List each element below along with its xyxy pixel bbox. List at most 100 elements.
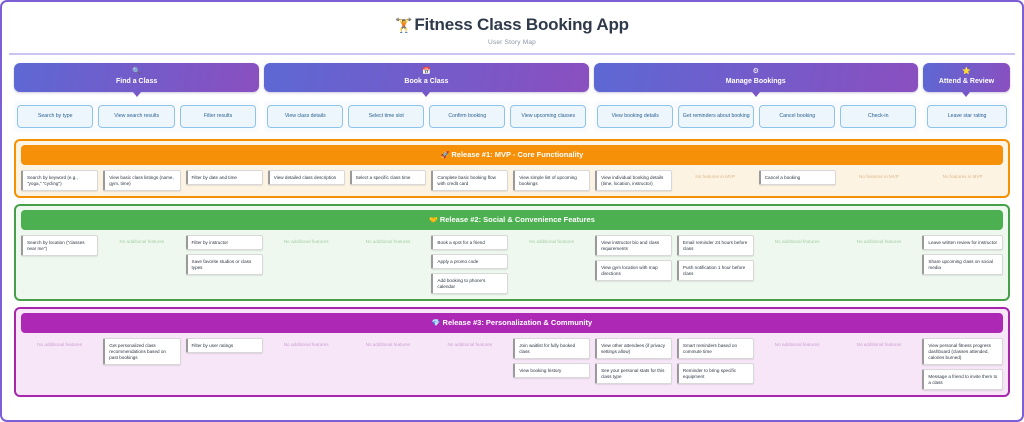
story-card[interactable]: Filter by date and time	[185, 170, 263, 185]
release-column: Select a specific class time	[349, 170, 427, 191]
release-column: No additional features	[268, 235, 345, 294]
release-column: Search by location ("classes near me")	[21, 235, 99, 294]
story-card[interactable]: Leave written review for instructor	[922, 235, 1003, 250]
story-card[interactable]: Search by location ("classes near me")	[21, 235, 99, 256]
story-card[interactable]: Cancel a booking	[758, 170, 836, 185]
release-header[interactable]: 🤝Release #2: Social & Convenience Featur…	[21, 210, 1003, 230]
release-column: View basic class listings (name, gym, ti…	[103, 170, 181, 191]
activity-find-a-class[interactable]: 🔍Find a Class	[14, 63, 260, 97]
release-column: No features in MVP	[677, 170, 754, 191]
task-card[interactable]: View upcoming classes	[510, 105, 587, 128]
page-subtitle: User Story Map	[488, 39, 536, 46]
release-column: Get personalized class recommendations b…	[103, 338, 181, 390]
story-card[interactable]: View simple list of upcoming bookings	[513, 170, 591, 191]
story-card[interactable]: View other attendees (if privacy setting…	[595, 338, 672, 359]
release-column: No features in MVP	[841, 170, 918, 191]
activity-label: Attend & Review	[938, 78, 995, 85]
activity-book-a-class[interactable]: 📅Book a Class	[264, 63, 589, 97]
release-title: Release #1: MVP - Core Functionality	[451, 150, 584, 159]
activity-manage-bookings[interactable]: ⚙ Manage Bookings	[593, 63, 918, 97]
release-column: View individual booking details (time, l…	[595, 170, 672, 191]
release-column-group: Search by keyword (e.g., "yoga," "cyclin…	[21, 170, 263, 191]
activity-icon: ⭐	[962, 68, 971, 75]
story-card[interactable]: Save favorite studios or class types	[185, 254, 263, 275]
story-card[interactable]: Smart reminders based on commute time	[676, 338, 754, 359]
release-header[interactable]: 💎Release #3: Personalization & Community	[21, 313, 1003, 333]
story-card[interactable]: View personal fitness progress dashboard…	[922, 338, 1003, 365]
release-column-group: No additional features No additional feat…	[268, 338, 591, 390]
story-card[interactable]: View booking history	[513, 363, 591, 378]
empty-placeholder: No additional features	[37, 342, 82, 347]
story-card[interactable]: Email reminder 24 hours before class	[676, 235, 754, 256]
task-card[interactable]: Cancel booking	[759, 105, 836, 128]
task-card[interactable]: Filter results	[179, 105, 257, 128]
activity-label: Find a Class	[116, 78, 158, 85]
task-card[interactable]: Confirm booking	[429, 105, 506, 128]
story-card[interactable]: View individual booking details (time, l…	[595, 170, 672, 191]
release-columns: Search by keyword (e.g., "yoga," "cyclin…	[16, 170, 1008, 191]
activity-label: Book a Class	[404, 78, 449, 85]
task-card[interactable]: View search results	[98, 105, 175, 128]
release-column-group: No additional features Get personalized c…	[21, 338, 263, 390]
task-card[interactable]: Search by type	[17, 105, 94, 128]
empty-placeholder: No additional features	[119, 239, 165, 244]
story-card[interactable]: Select a specific class time	[349, 170, 427, 185]
story-card[interactable]: View basic class listings (name, gym, ti…	[103, 170, 181, 191]
empty-placeholder: No additional features	[283, 239, 329, 244]
story-card[interactable]: Complete basic booking flow with credit …	[431, 170, 509, 191]
release-columns: Search by location ("classes near me") No…	[16, 235, 1008, 294]
task-card[interactable]: View booking details	[597, 105, 674, 128]
story-card[interactable]: Share upcoming class on social media	[922, 254, 1003, 275]
task-card[interactable]: Check-in	[840, 105, 917, 128]
release-header[interactable]: 🚀Release #1: MVP - Core Functionality	[21, 145, 1003, 165]
story-card[interactable]: Join waitlist for fully booked class	[513, 338, 591, 359]
empty-placeholder: No additional features	[365, 239, 411, 244]
release-column: View personal fitness progress dashboard…	[922, 338, 1003, 390]
empty-placeholder: No features in MVP	[695, 174, 736, 179]
page-header: 🏋Fitness Class Booking App User Story Ma…	[9, 9, 1015, 55]
release-column: No features in MVP	[922, 170, 1003, 191]
task-card[interactable]: Leave star rating	[927, 105, 1007, 128]
task-card[interactable]: View class details	[267, 105, 344, 128]
release-column: Search by keyword (e.g., "yoga," "cyclin…	[21, 170, 99, 191]
story-card[interactable]: Add booking to phone's calendar	[431, 273, 509, 294]
page-title-text: Fitness Class Booking App	[414, 15, 629, 34]
empty-placeholder: No additional features	[447, 342, 493, 347]
story-card[interactable]: Get personalized class recommendations b…	[103, 338, 181, 365]
release-column-group: View individual booking details (time, l…	[595, 170, 917, 191]
story-card[interactable]: Book a spot for a friend	[431, 235, 509, 250]
story-card[interactable]: Push notification 1 hour before class	[676, 260, 754, 281]
activity-row: 🔍Find a Class📅Book a Class ⚙ Manage Bookin…	[9, 55, 1015, 97]
story-card[interactable]: Message a friend to invite them to a cla…	[922, 369, 1003, 390]
story-card[interactable]: Filter by user ratings	[185, 338, 263, 353]
story-card[interactable]: Search by keyword (e.g., "yoga," "cyclin…	[21, 170, 99, 191]
release-column-group: No features in MVP	[922, 170, 1003, 191]
release-column: Filter by date and time	[185, 170, 263, 191]
story-card[interactable]: Filter by instructor	[185, 235, 263, 250]
activity-icon: ⚙	[752, 68, 759, 75]
task-group: Leave star rating	[924, 101, 1010, 132]
story-card[interactable]: See your personal stats for this class t…	[595, 363, 672, 384]
release-column: View detailed class description	[267, 170, 345, 191]
activity-attend-review[interactable]: ⭐ Attend & Review	[922, 63, 1010, 97]
release-column-group: No additional features No additional feat…	[268, 235, 590, 294]
story-card[interactable]: Apply a promo code	[431, 254, 509, 269]
release-column: No additional features	[350, 338, 427, 390]
activity-label: Manage Bookings	[725, 78, 786, 85]
release-title: Release #2: Social & Convenience Feature…	[439, 215, 595, 224]
story-card[interactable]: Reminder to bring specific equipment	[676, 363, 754, 384]
task-card[interactable]: Get reminders about booking	[678, 105, 755, 128]
task-card[interactable]: Select time slot	[348, 105, 425, 128]
story-card[interactable]: View gym location with map directions	[595, 260, 672, 281]
empty-placeholder: No features in MVP	[942, 174, 983, 179]
story-card[interactable]: View instructor bio and class requiremen…	[595, 235, 672, 256]
story-card[interactable]: View detailed class description	[267, 170, 345, 185]
